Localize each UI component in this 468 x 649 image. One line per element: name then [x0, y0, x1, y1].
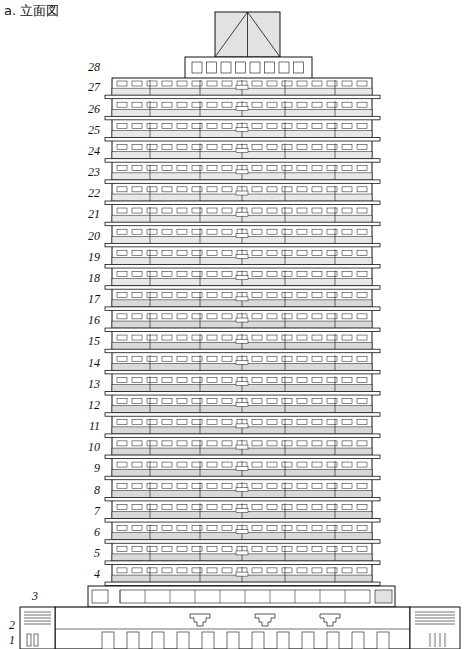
floor-number: 10	[88, 441, 100, 454]
floor-number: 20	[88, 230, 100, 243]
floor-number: 14	[88, 357, 100, 370]
floor-number: 2	[9, 619, 15, 632]
floor-number: 25	[88, 124, 100, 137]
floor-number: 11	[89, 420, 100, 433]
floor-number: 17	[88, 293, 100, 306]
floor-number: 4	[94, 568, 100, 581]
figure-title: a. 立面図	[4, 3, 59, 19]
floor-number: 18	[88, 272, 100, 285]
floor-number: 13	[88, 378, 100, 391]
floor-number: 5	[94, 547, 100, 560]
floor-number: 7	[94, 505, 100, 518]
floor-number: 23	[88, 166, 100, 179]
floor-number: 8	[94, 484, 100, 497]
floor-number: 16	[88, 314, 100, 327]
floor-number: 26	[88, 103, 100, 116]
floor-number: 21	[88, 208, 100, 221]
floor-number: 19	[88, 251, 100, 264]
floor-number: 22	[88, 187, 100, 200]
floor-number: 27	[88, 81, 100, 94]
floor-number: 24	[88, 145, 100, 158]
floor-number: 3	[32, 590, 38, 603]
floor-number: 12	[88, 399, 100, 412]
floor-number: 1	[9, 634, 15, 647]
floor-number: 15	[88, 335, 100, 348]
floor-number: 6	[94, 526, 100, 539]
floor-number: 9	[94, 462, 100, 475]
floor-number: 28	[88, 61, 100, 74]
